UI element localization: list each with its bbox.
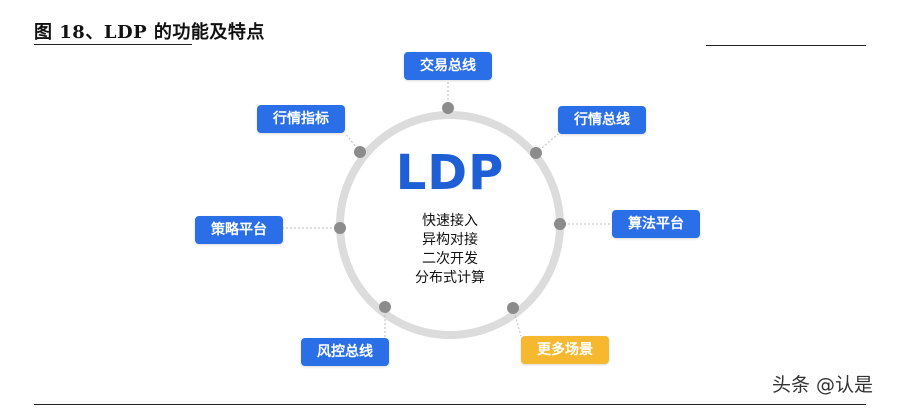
title-underline-right — [706, 45, 866, 46]
center-title: LDP — [395, 145, 505, 201]
node-market-indicators: 行情指标 — [257, 105, 345, 133]
node-algo-platform: 算法平台 — [612, 210, 700, 238]
watermark: 头条 @认是 — [772, 374, 874, 396]
ring-dot — [442, 102, 454, 114]
feature-item: 分布式计算 — [415, 270, 485, 286]
figure-title: 图 18、LDP 的功能及特点 — [34, 22, 265, 43]
ring-dot — [554, 218, 566, 230]
title-underline-left — [34, 44, 192, 45]
ring-dot — [507, 302, 519, 314]
bottom-rule — [34, 404, 866, 405]
node-trade-bus: 交易总线 — [404, 52, 492, 80]
node-market-bus: 行情总线 — [558, 106, 646, 134]
node-risk-bus: 风控总线 — [301, 338, 389, 366]
feature-item: 异构对接 — [422, 232, 478, 248]
feature-item: 快速接入 — [422, 213, 478, 229]
node-strategy-platform: 策略平台 — [195, 216, 283, 244]
ring-dot — [379, 301, 391, 313]
ring-dots — [334, 102, 566, 314]
ring-dot — [334, 222, 346, 234]
center-feature-list: 快速接入 异构对接 二次开发 分布式计算 — [390, 212, 510, 288]
node-more-scenarios: 更多场景 — [521, 336, 609, 364]
feature-item: 二次开发 — [422, 251, 478, 267]
ring-dot — [530, 147, 542, 159]
ring-dot — [354, 146, 366, 158]
